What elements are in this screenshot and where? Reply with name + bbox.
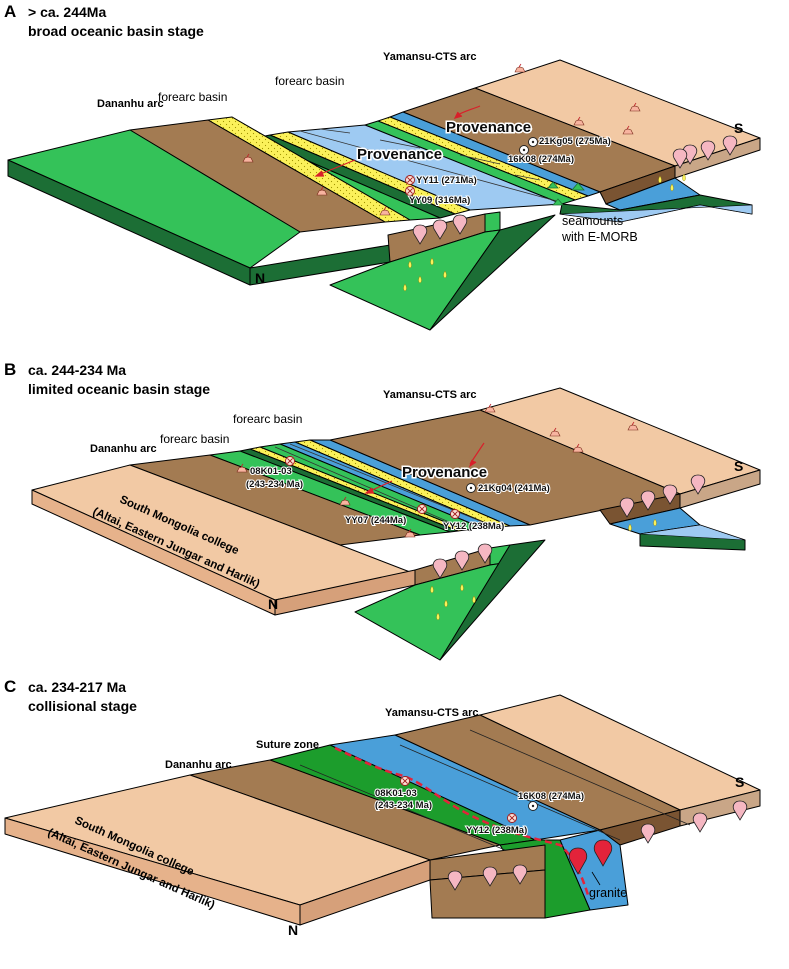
panel-c-sample-08k01-age: (243-234 Ma)	[375, 800, 432, 811]
sample-yy11-marker	[405, 175, 415, 185]
panel-c-thrust-lines	[299, 729, 691, 851]
panel-c-arc-south: Yamansu-CTS arc	[385, 707, 479, 719]
panel-b-stage: limited oceanic basin stage	[28, 381, 210, 397]
panel-a-arc-north: Dananhu arc	[97, 98, 164, 110]
panel-c-age: ca. 234-217 Ma	[28, 679, 126, 695]
panel-b-north: N	[268, 596, 278, 612]
panel-a-seamount-label-2: with E-MORB	[561, 230, 638, 244]
panel-a-basin-1: forearc basin	[158, 90, 227, 104]
panel-a-provenance-arrows	[314, 105, 481, 177]
panel-b-basin-1: forearc basin	[160, 432, 229, 446]
panel-b-structure-lines	[274, 443, 501, 532]
panel-a-letter: A	[4, 2, 16, 21]
panel-b-letter: B	[4, 360, 16, 379]
panel-c-sample-08k01: 08K01-03	[375, 788, 417, 799]
panel-b-provenance: Provenance	[402, 464, 487, 481]
panel-a-provenance-1: Provenance	[357, 146, 442, 163]
panel-b-sample-08k01: 08K01-03	[250, 466, 292, 477]
panel-b-sample-21kg04: 21Kg04 (241Ma)	[478, 483, 550, 494]
panel-a-basin-2: forearc basin	[275, 74, 344, 88]
panel-c-arc-north: Dananhu arc	[165, 759, 232, 771]
panel-b-provenance-arrows	[364, 442, 485, 494]
panel-a-stage: broad oceanic basin stage	[28, 23, 204, 39]
panel-c-north-block	[4, 759, 546, 926]
panel-a-sample-21kg05: 21Kg05 (275Ma)	[539, 136, 611, 147]
panel-c-granite: granite	[589, 886, 627, 900]
panel-a-sample-16k08: 16K08 (274Ma)	[508, 154, 574, 165]
panel-b-sample-yy07: YY07 (244Ma)	[345, 515, 406, 526]
panel-a-seamounts	[547, 181, 585, 206]
panel-a-age: > ca. 244Ma	[28, 4, 106, 20]
sample-yy12-marker	[507, 813, 517, 823]
panel-c-suture-line	[334, 746, 590, 896]
panel-a-seamount-label-1: seamounts	[562, 214, 623, 228]
panel-a: A > ca. 244Ma broad oceanic basin stage …	[4, 2, 761, 331]
panel-b-south: S	[734, 458, 743, 474]
panel-b-arc-south: Yamansu-CTS arc	[383, 389, 477, 401]
panel-c-suture: Suture zone	[256, 739, 319, 751]
panel-a-sample-yy11: YY11 (271Ma)	[416, 175, 477, 186]
panel-b-age: ca. 244-234 Ma	[28, 362, 126, 378]
panel-c-south: S	[735, 774, 744, 790]
sample-08k01-marker	[400, 776, 410, 786]
panel-a-north-block	[7, 116, 556, 331]
sample-21kg04-marker	[466, 483, 476, 493]
sample-08k01-marker	[285, 456, 295, 466]
sample-yy07-marker	[417, 504, 427, 514]
panel-b: B ca. 244-234 Ma limited oceanic basin s…	[4, 360, 761, 661]
sample-21kg05-marker	[528, 137, 538, 147]
panel-c-stage: collisional stage	[28, 698, 137, 714]
panel-a-south-block	[364, 59, 761, 211]
panel-b-sample-yy12: YY12 (238Ma)	[443, 521, 504, 532]
panel-a-sample-yy09: YY09 (316Ma)	[409, 195, 470, 206]
panel-c-north: N	[288, 922, 298, 938]
panel-c-granite-leader	[591, 871, 601, 886]
sample-yy12-marker	[450, 509, 460, 519]
panel-c-letter: C	[4, 677, 16, 696]
panel-b-basin-2: forearc basin	[233, 412, 302, 426]
panel-a-north: N	[255, 270, 265, 286]
panel-b-south-block	[329, 387, 761, 551]
panel-b-sample-08k01-age: (243-234 Ma)	[246, 479, 303, 490]
panel-c: C ca. 234-217 Ma collisional stage Danan…	[4, 677, 761, 938]
panel-b-arc-north: Dananhu arc	[90, 443, 157, 455]
panel-a-provenance-2: Provenance	[446, 119, 531, 136]
panel-a-south: S	[734, 120, 743, 136]
panel-c-sample-yy12: YY12 (238Ma)	[466, 825, 527, 836]
panel-b-north-block	[31, 450, 546, 661]
panel-c-sample-16k08: 16K08 (274Ma)	[518, 791, 584, 802]
panel-a-structure-lines	[299, 128, 561, 203]
sample-16k08-marker	[528, 801, 538, 811]
panel-a-arc-south: Yamansu-CTS arc	[383, 51, 477, 63]
